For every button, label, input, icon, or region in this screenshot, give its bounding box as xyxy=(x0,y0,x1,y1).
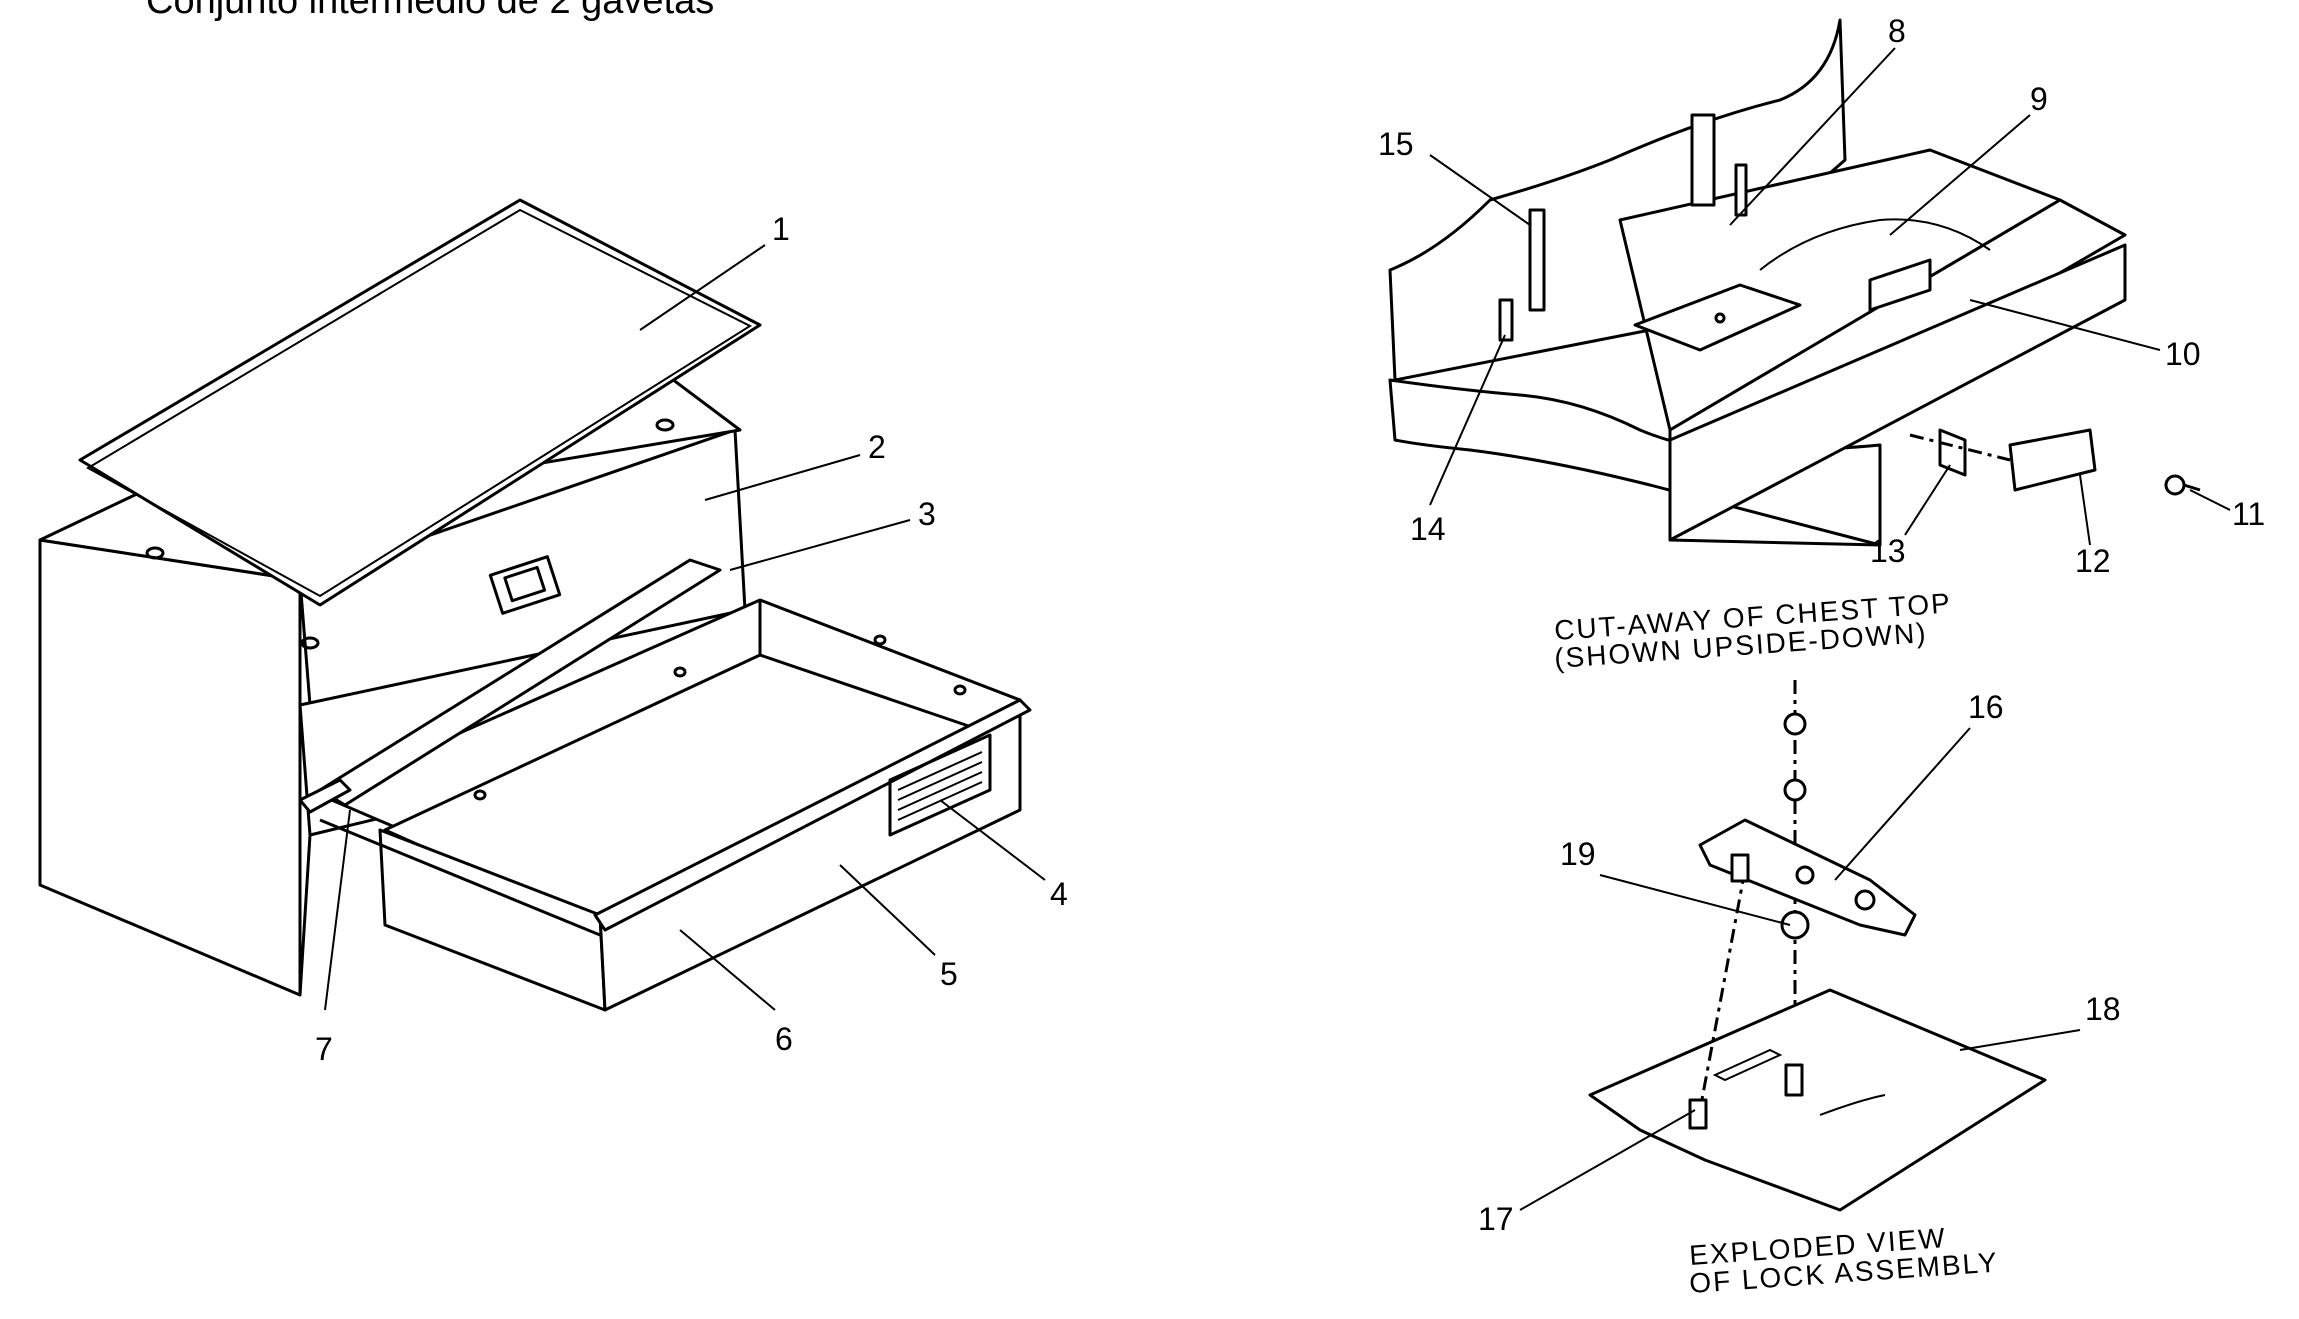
callout-16: 16 xyxy=(1968,689,2004,725)
callout-3: 3 xyxy=(918,496,936,532)
callout-1: 1 xyxy=(772,211,790,247)
callout-12: 12 xyxy=(2075,543,2111,579)
callout-13: 13 xyxy=(1870,533,1906,569)
callout-6: 6 xyxy=(775,1021,793,1057)
callout-7: 7 xyxy=(315,1031,333,1067)
callout-4: 4 xyxy=(1050,876,1068,912)
cutaway-view xyxy=(1388,18,2201,547)
callout-11: 11 xyxy=(2232,496,2265,532)
top-plate xyxy=(78,198,762,607)
callout-14: 14 xyxy=(1410,511,1446,547)
open-drawer xyxy=(298,558,1032,1012)
callout-2: 2 xyxy=(868,429,886,465)
callout-18: 18 xyxy=(2085,991,2121,1027)
callout-5: 5 xyxy=(940,956,958,992)
callout-numbers: 1 2 3 4 5 6 7 8 9 10 11 12 13 14 15 16 1… xyxy=(315,13,2265,1237)
callouts-cutaway xyxy=(1429,47,2231,546)
callout-15: 15 xyxy=(1378,126,1414,162)
callout-19: 19 xyxy=(1560,836,1596,872)
callout-17: 17 xyxy=(1478,1201,1514,1237)
callouts-exploded xyxy=(1519,727,2081,1211)
callout-8: 8 xyxy=(1888,13,1906,49)
callout-10: 10 xyxy=(2165,336,2201,372)
page-title: Conjunto intermedio de 2 gavetas xyxy=(146,0,715,22)
callout-9: 9 xyxy=(2030,81,2048,117)
exploded-lock xyxy=(1588,680,2047,1212)
callouts-left xyxy=(324,244,1046,1011)
